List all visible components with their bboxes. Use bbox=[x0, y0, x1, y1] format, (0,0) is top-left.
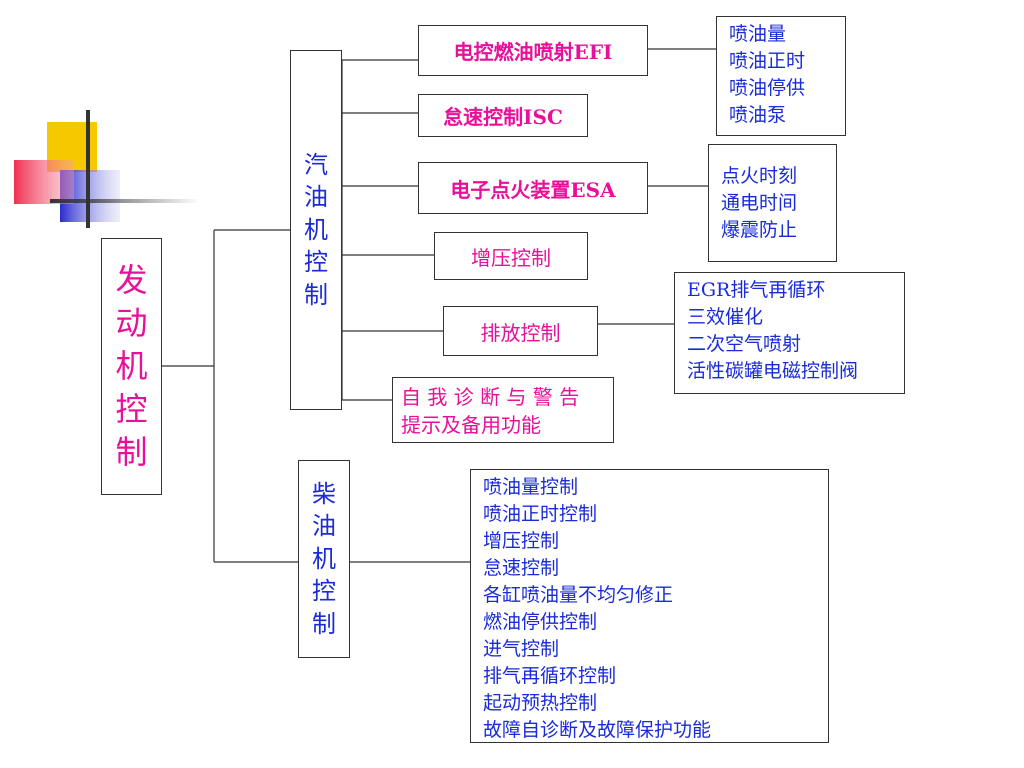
list-item: 三效催化 bbox=[687, 306, 764, 328]
item-isc-label: 怠速控制ISC bbox=[443, 105, 563, 129]
list-item: 排气再循环控制 bbox=[483, 665, 617, 687]
list-item: 二次空气喷射 bbox=[687, 333, 802, 355]
list-item: 故障自诊断及故障保护功能 bbox=[483, 719, 712, 741]
detail-list-diesel: 喷油量控制 喷油正时控制 增压控制 怠速控制 各缸喷油量不均匀修正 燃油停供控制… bbox=[470, 469, 829, 743]
list-item: 起动预热控制 bbox=[483, 692, 598, 714]
list-item: 增压控制 bbox=[483, 530, 560, 552]
item-esa-label: 电子点火装置ESA bbox=[450, 177, 616, 202]
item-diagnosis: 自 我 诊 断 与 警 告 提示及备用功能 bbox=[392, 377, 614, 443]
item-isc: 怠速控制ISC bbox=[418, 94, 588, 137]
list-item: 通电时间 bbox=[721, 192, 798, 214]
list-item: EGR排气再循环 bbox=[687, 279, 826, 301]
list-item: 进气控制 bbox=[483, 638, 560, 660]
item-efi-label: 电控燃油喷射EFI bbox=[453, 40, 613, 64]
decor-red-square bbox=[14, 160, 74, 204]
decor-vertical-line bbox=[86, 110, 90, 228]
list-item: 喷油正时 bbox=[729, 50, 806, 72]
decor-horizontal-line bbox=[50, 199, 200, 203]
item-boost-label: 增压控制 bbox=[471, 245, 551, 270]
list-item: 喷油正时控制 bbox=[483, 503, 598, 525]
gasoline-label: 汽油机控制 bbox=[304, 151, 328, 309]
diesel-node: 柴油机控制 bbox=[298, 460, 350, 658]
decorative-squares bbox=[14, 110, 200, 228]
list-item: 各缸喷油量不均匀修正 bbox=[483, 584, 674, 606]
item-diagnosis-label: 自 我 诊 断 与 警 告 提示及备用功能 bbox=[401, 385, 580, 437]
list-item: 喷油量 bbox=[729, 23, 787, 45]
list-item: 喷油停供 bbox=[729, 77, 806, 99]
list-item: 点火时刻 bbox=[721, 165, 798, 187]
list-item: 喷油泵 bbox=[729, 104, 787, 126]
item-emission-label: 排放控制 bbox=[480, 320, 561, 345]
item-emission: 排放控制 bbox=[443, 306, 598, 356]
list-item: 爆震防止 bbox=[721, 219, 798, 241]
detail-list-esa: 点火时刻 通电时间 爆震防止 bbox=[708, 144, 837, 262]
item-efi: 电控燃油喷射EFI bbox=[418, 25, 648, 76]
detail-list-efi: 喷油量 喷油正时 喷油停供 喷油泵 bbox=[716, 16, 846, 136]
root-label: 发动机控制 bbox=[115, 260, 148, 472]
item-esa: 电子点火装置ESA bbox=[418, 162, 648, 214]
detail-list-emission: EGR排气再循环 三效催化 二次空气喷射 活性碳罐电磁控制阀 bbox=[674, 272, 905, 394]
item-boost: 增压控制 bbox=[434, 232, 588, 280]
diesel-label: 柴油机控制 bbox=[312, 480, 336, 638]
list-item: 活性碳罐电磁控制阀 bbox=[687, 360, 859, 382]
list-item: 喷油量控制 bbox=[483, 476, 579, 498]
list-item: 燃油停供控制 bbox=[483, 611, 598, 633]
gasoline-node: 汽油机控制 bbox=[290, 50, 342, 410]
root-node: 发动机控制 bbox=[101, 238, 162, 495]
list-item: 怠速控制 bbox=[483, 557, 560, 579]
